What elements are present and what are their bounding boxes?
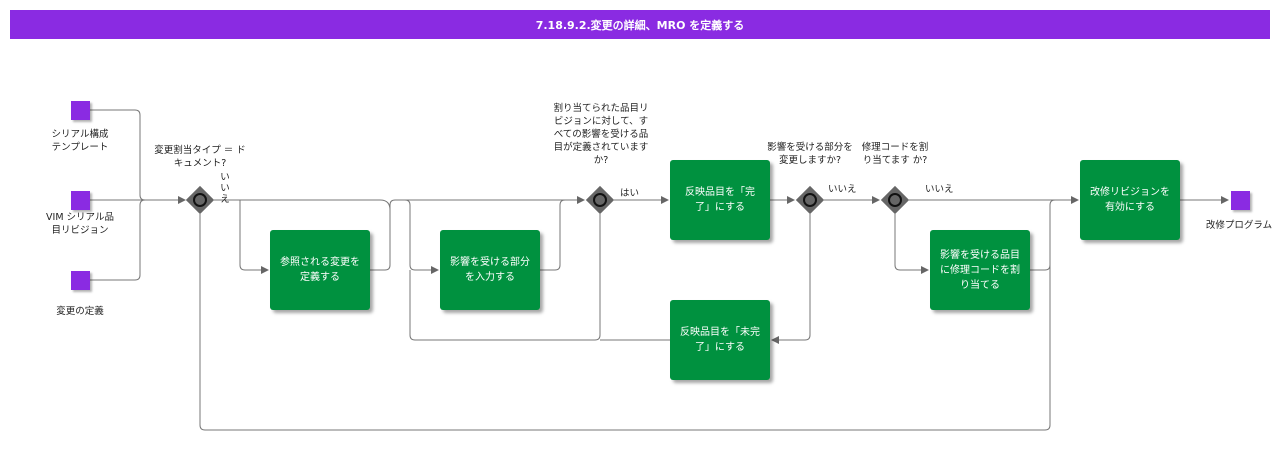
- edge-assign-out: [1030, 199, 1056, 271]
- gateway-g3: [795, 185, 825, 215]
- gateway-g2-yes-label: はい: [620, 188, 640, 199]
- start-event-vim[interactable]: [71, 191, 90, 210]
- gateway-g4-no-label: いいえ: [925, 184, 954, 195]
- edge-serial: [90, 109, 146, 201]
- start-event-change-def-label: 変更の定義: [56, 306, 104, 317]
- task-reflect-items-done[interactable]: 反映品目を「完了」にする: [670, 160, 770, 240]
- edge-change-def: [90, 199, 146, 281]
- end-event[interactable]: [1231, 191, 1250, 210]
- edge-g2-no: [409, 214, 601, 341]
- task-define-referenced-change[interactable]: 参照される変更を定義する: [270, 230, 370, 310]
- diagram-title: 7.18.9.2.変更の詳細、MRO を定義する: [10, 10, 1270, 39]
- edge-g3-yes: [771, 214, 811, 344]
- gateway-g3-question: 影響を受ける部分を変更しますか?: [767, 142, 853, 166]
- task-assign-repair-code[interactable]: 影響を受ける品目に修理コードを割り当てる: [930, 230, 1030, 310]
- start-event-serial-label: シリアル構成テンプレート: [51, 129, 109, 153]
- gateway-g1-no-label: いいえ: [220, 172, 230, 205]
- gateway-g1-question: 変更割当タイプ ＝ ドキュメント?: [154, 145, 246, 169]
- task-enable-revision[interactable]: 改修リビジョンを有効にする: [1080, 160, 1180, 240]
- gateway-g4-question: 修理コードを割り当てます か?: [861, 142, 929, 166]
- start-event-change-def[interactable]: [71, 271, 90, 290]
- edge-g4-yes: [894, 214, 929, 274]
- edge-enter-out: [540, 196, 585, 271]
- task-reflect-items-undone[interactable]: 反映品目を「未完了」にする: [670, 300, 770, 380]
- gateway-g1: [185, 185, 215, 215]
- task-enter-affected-parts[interactable]: 影響を受ける部分を入力する: [440, 230, 540, 310]
- start-event-serial[interactable]: [71, 101, 90, 120]
- gateway-g2: [585, 185, 615, 215]
- edge-g1-bottom: [199, 205, 1051, 431]
- gateway-g2-question: 割り当てられた品目リビジョンに対して、すべての影響を受ける品目が定義されています…: [553, 103, 649, 166]
- gateway-g4: [880, 185, 910, 215]
- start-event-vim-label: VIM シリアル品目リビジョン: [46, 212, 114, 236]
- end-event-label: 改修プログラム: [1205, 220, 1273, 231]
- gateway-g3-no-label: いいえ: [828, 184, 857, 195]
- edge-g1-no: [239, 200, 269, 274]
- edge-merge-to-enter: [395, 199, 439, 274]
- edge-define-ref-out: [370, 199, 396, 271]
